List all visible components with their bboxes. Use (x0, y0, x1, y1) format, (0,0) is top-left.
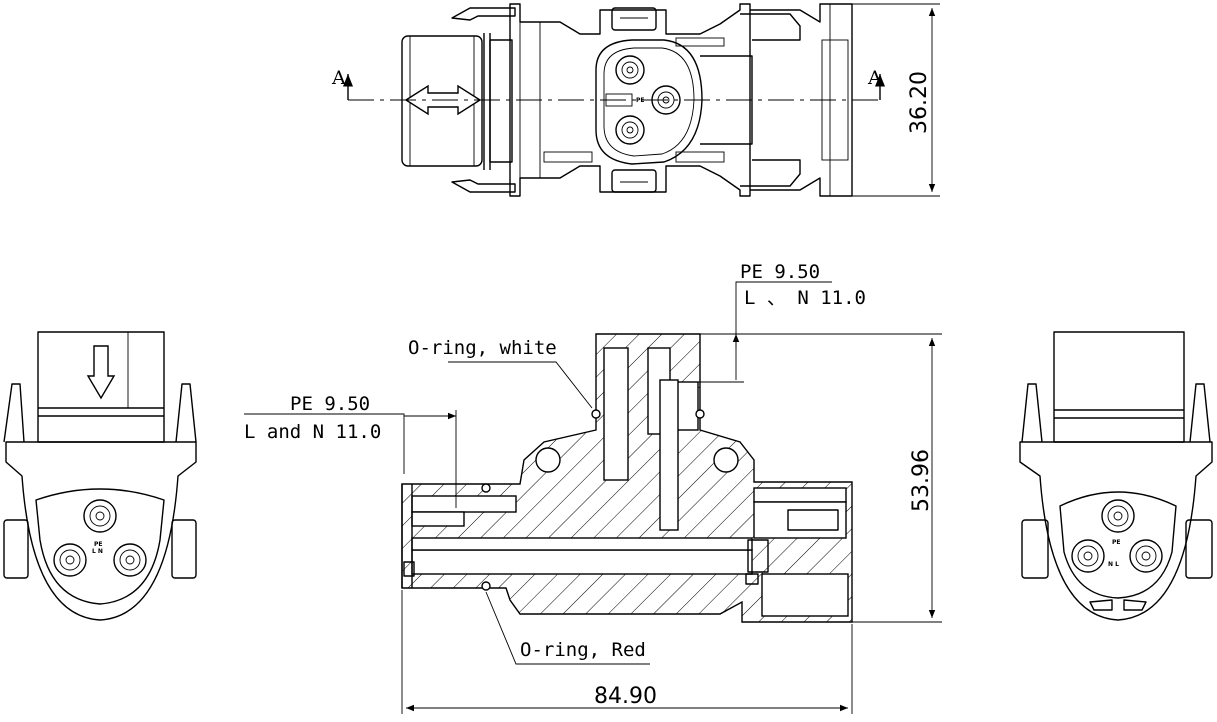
right-end-view: PE N L (1019, 331, 1213, 621)
section-line-a-a: A A (331, 67, 886, 101)
dimension-36-20-label: 36.20 (907, 71, 932, 134)
insert-direction-arrow (86, 345, 116, 400)
section-label-right: A (867, 67, 882, 89)
dimension-53-96-label: 53.96 (909, 449, 934, 512)
svg-text:L N: L N (92, 548, 103, 555)
dimension-36-20: 36.20 (852, 3, 940, 197)
top-view-contact-face: PE (595, 39, 703, 165)
top-view-housing (509, 3, 753, 197)
callout-top-depth: PE 9.50 L 、 N 11.0 (680, 261, 942, 383)
top-face-pe-mark: PE (636, 97, 645, 104)
right-face-nl-mark: N L (1108, 561, 1119, 568)
ln-depth-top-label: L 、 N 11.0 (744, 287, 866, 309)
right-face-pe-mark: PE (1112, 539, 1121, 546)
callout-oring-white: O-ring, white (408, 337, 593, 409)
section-view (401, 333, 853, 623)
top-view-latch-top (451, 7, 516, 193)
callout-oring-red: O-ring, Red (485, 591, 650, 665)
left-face-mark: PE (94, 541, 103, 548)
dimension-84-90-label: 84.90 (594, 684, 657, 709)
top-view: PE A A 36.20 (331, 3, 940, 197)
oring-red-label: O-ring, Red (520, 639, 646, 661)
pe-depth-left-label: PE 9.50 (290, 393, 370, 415)
ln-depth-left-label: L and N 11.0 (244, 421, 381, 443)
dimension-84-90: 84.90 (401, 590, 853, 714)
top-view-plug (401, 33, 513, 170)
oring-white-label: O-ring, white (408, 337, 557, 359)
section-label-left: A (331, 67, 346, 89)
left-end-view: PE L N (3, 331, 197, 621)
dimension-53-96: 53.96 (852, 338, 942, 623)
pe-depth-top-label: PE 9.50 (740, 261, 820, 283)
callout-left-depth: PE 9.50 L and N 11.0 (244, 393, 457, 508)
